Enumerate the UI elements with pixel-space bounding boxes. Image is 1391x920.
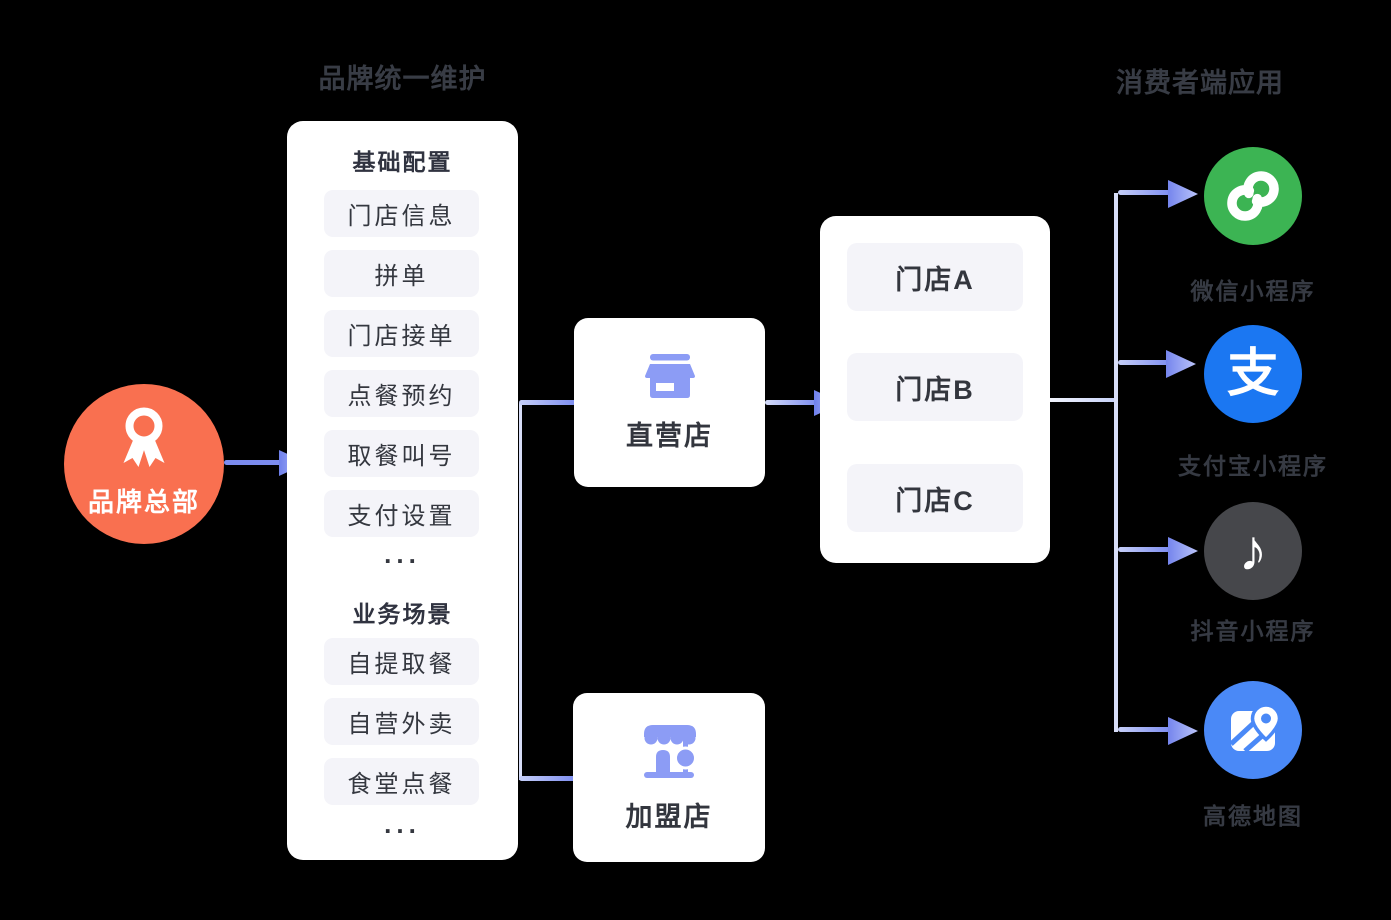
store-node-franchise: 加盟店: [573, 693, 765, 862]
config-item: 支付设置: [324, 490, 479, 537]
business-item: 自提取餐: [324, 638, 479, 685]
connector-to-amap: [1118, 727, 1170, 732]
brand-hub-node: 品牌总部: [64, 384, 224, 544]
store-node-franchise-label: 加盟店: [625, 802, 713, 832]
store-list-panel: 门店A 门店B 门店C: [820, 216, 1050, 563]
alipay-miniprogram-label: 支付宝小程序: [1178, 453, 1328, 479]
amap-map-pin-glyph: [1229, 703, 1282, 753]
connector-to-douyin: [1118, 547, 1170, 552]
arrowhead-to-douyin: [1168, 537, 1198, 565]
arrowhead-to-wechat: [1168, 180, 1198, 208]
brand-hub-label: 品牌总部: [87, 487, 200, 517]
maintenance-panel: 基础配置 门店信息 拼单 门店接单 点餐预约 取餐叫号 支付设置 ... 业务场…: [287, 121, 518, 860]
alipay-zhi-glyph: 支: [1226, 345, 1279, 403]
douyin-icon: ♪: [1204, 502, 1302, 600]
connector-panel-to-franchise: [519, 776, 576, 781]
connector-to-wechat: [1118, 190, 1170, 195]
section-heading-business-scenes: 业务场景: [352, 601, 453, 627]
connector-panel-elbow-vertical: [519, 403, 522, 780]
connector-hub-to-panel: [224, 460, 282, 465]
store-item-c: 门店C: [847, 464, 1023, 532]
config-item: 拼单: [324, 250, 479, 297]
config-item: 点餐预约: [324, 370, 479, 417]
amap-icon: [1204, 681, 1302, 779]
more-items-ellipsis: ...: [384, 809, 421, 839]
douyin-miniprogram-label: 抖音小程序: [1190, 618, 1316, 644]
more-items-ellipsis: ...: [384, 539, 421, 569]
section-heading-basic-config: 基础配置: [352, 149, 453, 175]
arrowhead-to-amap: [1168, 717, 1198, 745]
wechat-s-glyph: [1227, 171, 1279, 221]
connector-stores-to-trunk: [1050, 398, 1116, 402]
store-node-direct-label: 直营店: [626, 421, 713, 451]
business-item: 食堂点餐: [324, 758, 479, 805]
connector-panel-to-direct: [519, 400, 576, 405]
config-item: 门店接单: [324, 310, 479, 357]
store-item-a: 门店A: [847, 243, 1023, 311]
connector-direct-to-stores: [765, 400, 817, 405]
wechat-miniprogram-label: 微信小程序: [1190, 278, 1316, 304]
arrowhead-to-alipay: [1166, 350, 1196, 378]
amap-label: 高德地图: [1203, 803, 1303, 829]
connector-to-alipay: [1118, 360, 1170, 365]
wechat-miniprogram-icon: [1204, 147, 1302, 245]
music-note-glyph: ♪: [1238, 518, 1268, 583]
storefront-icon: [645, 354, 695, 398]
config-item: 取餐叫号: [324, 430, 479, 477]
consumer-apps-group-title: 消费者端应用: [1116, 68, 1284, 98]
maintenance-group-title: 品牌统一维护: [318, 64, 487, 94]
store-node-direct: 直营店: [574, 318, 765, 487]
medal-icon: [123, 407, 165, 467]
business-item: 自营外卖: [324, 698, 479, 745]
alipay-icon: 支: [1204, 325, 1302, 423]
franchise-storefront-icon: [644, 725, 697, 778]
connector-trunk-vertical: [1114, 193, 1118, 732]
store-item-b: 门店B: [847, 353, 1023, 421]
config-item: 门店信息: [324, 190, 479, 237]
